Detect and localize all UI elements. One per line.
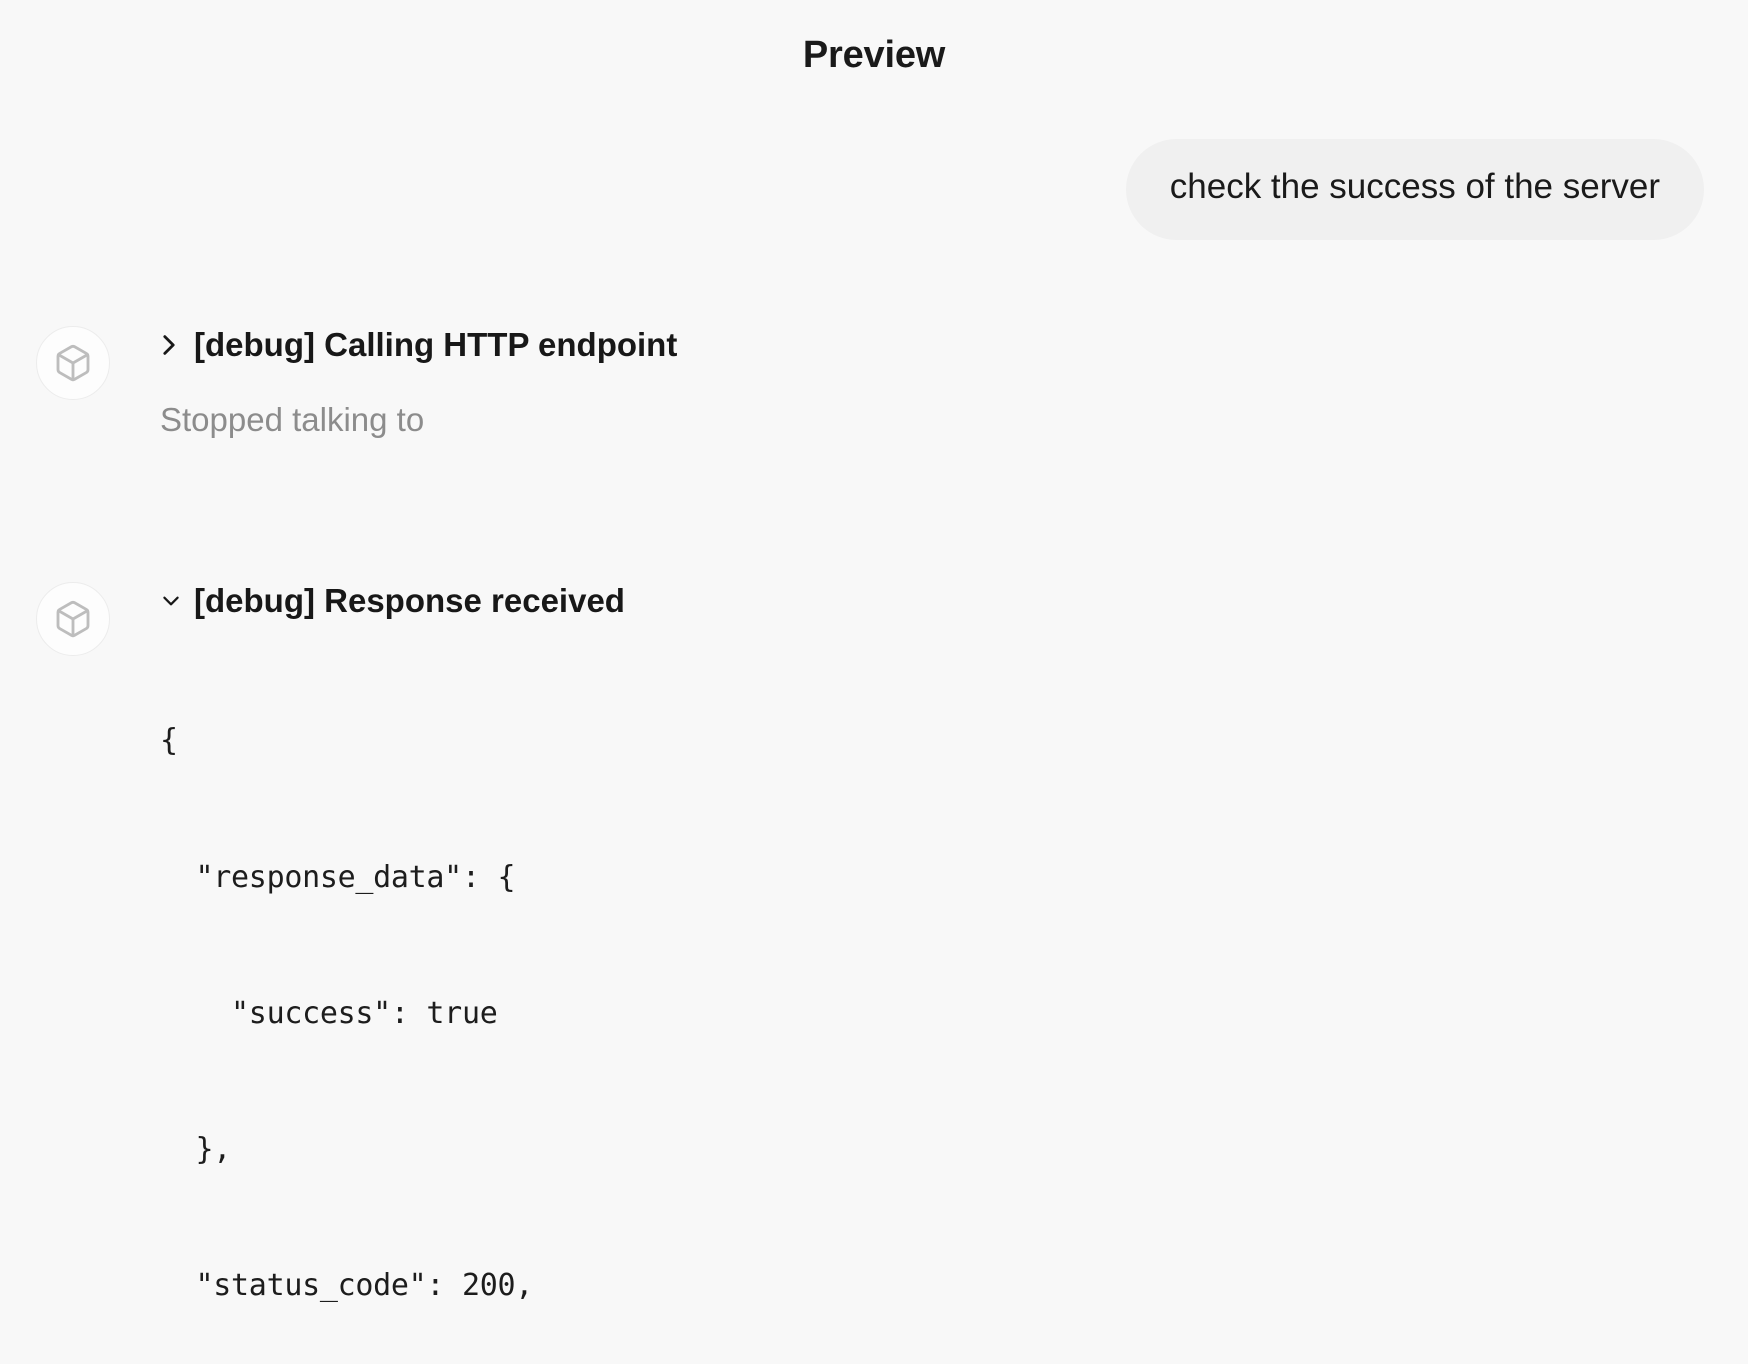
response-json-code-block: { "response_data": { "success": true }, … <box>160 627 1712 1364</box>
tool-call-title-2: [debug] Response received <box>194 581 625 619</box>
code-line: "status_code": 200, <box>160 1268 534 1304</box>
user-message-bubble: check the success of the server <box>1125 139 1704 240</box>
cube-icon <box>53 599 93 639</box>
code-line: "response_data": { <box>160 859 516 895</box>
code-line: { <box>160 723 178 759</box>
tool-call-toggle-1[interactable]: [debug] Calling HTTP endpoint <box>160 324 1712 365</box>
code-line: "success": true <box>160 995 498 1031</box>
avatar <box>36 325 110 400</box>
tool-status-text-1: Stopped talking to <box>160 401 425 439</box>
chevron-down-icon[interactable] <box>160 587 180 615</box>
user-message-row: check the success of the server <box>36 139 1712 240</box>
cube-icon <box>53 343 93 383</box>
assistant-message-row-2: [debug] Response received { "response_da… <box>36 578 1712 1364</box>
user-message-text: check the success of the server <box>1169 167 1660 206</box>
assistant-body-1: [debug] Calling HTTP endpoint Stopped ta… <box>110 322 1712 442</box>
conversation-thread: check the success of the server <box>0 139 1748 1364</box>
preview-header: Preview <box>0 0 1748 77</box>
tool-call-toggle-2[interactable]: [debug] Response received <box>160 580 1712 621</box>
tool-call-title-1: [debug] Calling HTTP endpoint <box>194 325 678 363</box>
page-title: Preview <box>802 34 946 76</box>
code-line: }, <box>160 1131 232 1167</box>
assistant-body-2: [debug] Response received { "response_da… <box>110 578 1712 1364</box>
assistant-message-row-1: [debug] Calling HTTP endpoint Stopped ta… <box>36 322 1712 442</box>
avatar <box>36 581 110 656</box>
chevron-right-icon[interactable] <box>160 331 180 359</box>
